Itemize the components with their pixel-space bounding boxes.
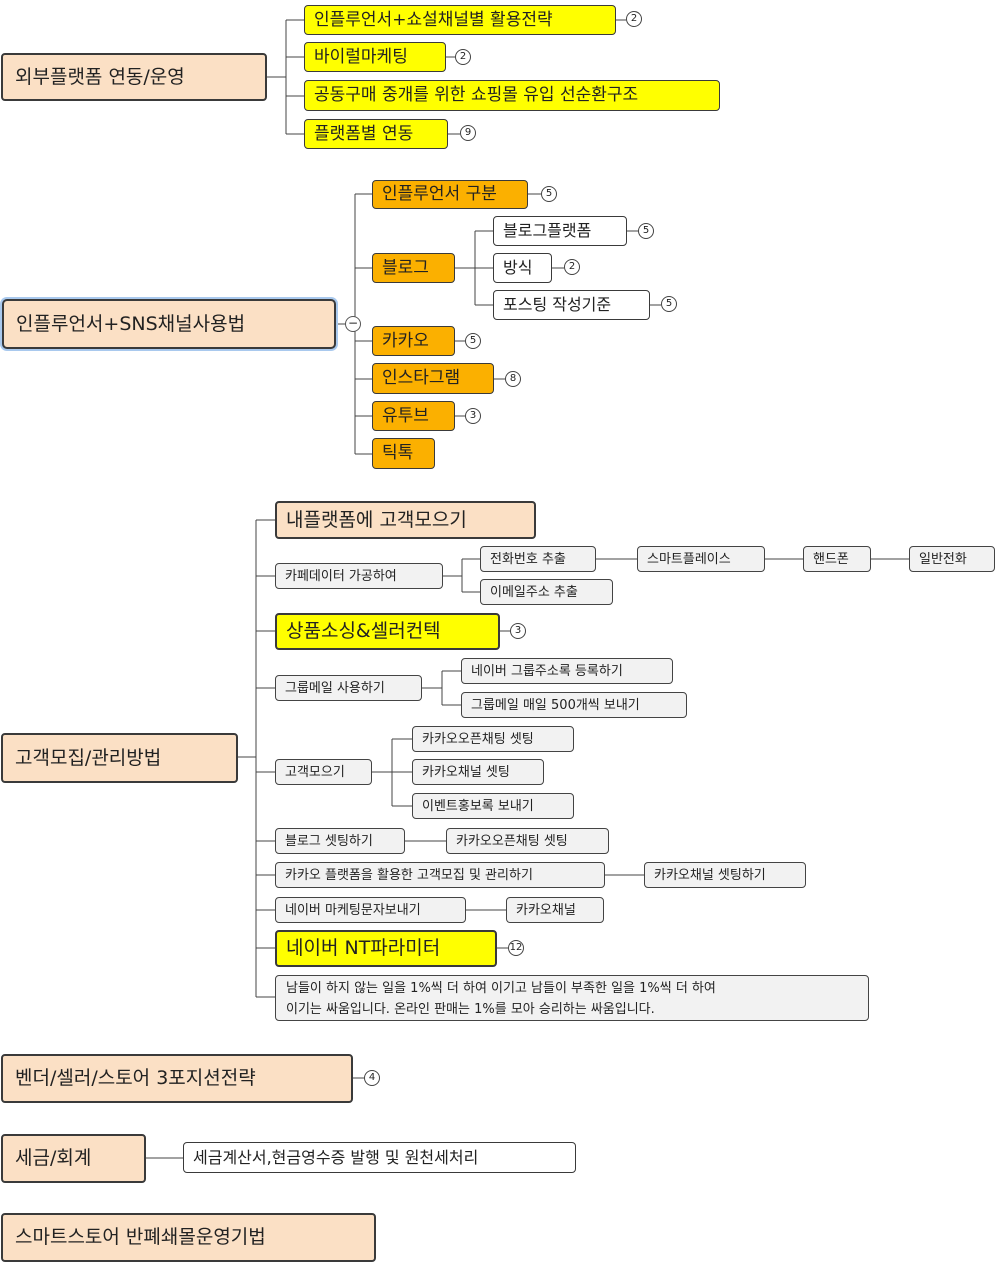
node-kakao-channel-setting[interactable]: 카카오채널 셋팅하기 [644, 862, 806, 888]
root-influencer-sns[interactable]: 인플루언서+SNS채널사용법 [2, 299, 336, 349]
node-posting-criteria[interactable]: 포스팅 작성기준 [493, 290, 650, 320]
node-kakao-openchat[interactable]: 카카오오픈채팅 셋팅 [412, 726, 574, 752]
count-badge: 2 [455, 49, 471, 65]
node-general-phone[interactable]: 일반전화 [909, 546, 995, 572]
note-line: 남들이 하지 않는 일을 1%씩 더 하여 이기고 남들이 부족한 일을 1%씩… [286, 981, 716, 996]
count-badge: 9 [460, 125, 476, 141]
count-badge: 12 [508, 940, 524, 956]
node-handphone[interactable]: 핸드폰 [803, 546, 871, 572]
node-my-platform[interactable]: 내플랫폼에 고객모으기 [275, 501, 536, 539]
count-badge: 3 [510, 623, 526, 639]
node-youtube[interactable]: 유투브 [372, 401, 455, 431]
node-tax-invoice[interactable]: 세금계산서,현금영수증 발행 및 원천세처리 [183, 1142, 576, 1173]
node-blog[interactable]: 블로그 [372, 253, 455, 283]
node-instagram[interactable]: 인스타그램 [372, 363, 494, 394]
node-event-promo[interactable]: 이벤트홍보록 보내기 [412, 793, 574, 819]
node-product-sourcing[interactable]: 상품소싱&셀러컨텍 [275, 613, 500, 650]
root-external-platform[interactable]: 외부플랫폼 연동/운영 [1, 53, 267, 101]
collapse-toggle[interactable]: − [345, 316, 361, 332]
count-badge: 8 [505, 371, 521, 387]
node-kakao-channel-2[interactable]: 카카오채널 [506, 897, 604, 923]
count-badge: 5 [661, 296, 677, 312]
note-one-percent: 남들이 하지 않는 일을 1%씩 더 하여 이기고 남들이 부족한 일을 1%씩… [275, 975, 869, 1021]
node-viral-marketing[interactable]: 바이럴마케팅 [304, 42, 446, 72]
node-kakao-platform[interactable]: 카카오 플랫폼을 활용한 고객모집 및 관리하기 [275, 862, 605, 888]
node-kakao[interactable]: 카카오 [372, 326, 455, 356]
root-tax-accounting[interactable]: 세금/회계 [1, 1134, 146, 1183]
node-naver-nt-parameter[interactable]: 네이버 NT파라미터 [275, 930, 497, 967]
node-naver-group-contacts[interactable]: 네이버 그룹주소록 등록하기 [461, 658, 673, 684]
node-tiktok[interactable]: 틱톡 [372, 438, 435, 469]
node-blog-platform[interactable]: 블로그플랫폼 [493, 216, 627, 246]
count-badge: 5 [465, 333, 481, 349]
root-customer-management[interactable]: 고객모집/관리방법 [1, 733, 238, 783]
node-kakao-channel[interactable]: 카카오채널 셋팅 [412, 759, 544, 785]
node-blog-setting[interactable]: 블로그 셋팅하기 [275, 828, 405, 854]
count-badge: 2 [626, 11, 642, 27]
node-daily-group-mail[interactable]: 그룹메일 매일 500개씩 보내기 [461, 692, 687, 718]
node-platform-integration[interactable]: 플랫폼별 연동 [304, 119, 448, 149]
count-badge: 2 [564, 259, 580, 275]
node-group-buying-structure[interactable]: 공동구매 중개를 위한 쇼핑몰 유입 선순환구조 [304, 80, 720, 111]
node-influencer-types[interactable]: 인플루언서 구분 [372, 180, 528, 209]
node-blog-method[interactable]: 방식 [493, 253, 552, 283]
count-badge: 3 [465, 408, 481, 424]
count-badge: 5 [638, 223, 654, 239]
root-vendor-seller-store[interactable]: 벤더/셀러/스토어 3포지션전략 [1, 1054, 353, 1103]
node-email-extract[interactable]: 이메일주소 추출 [480, 579, 613, 605]
node-cafe-data[interactable]: 카페데이터 가공하여 [275, 563, 443, 589]
node-smartplace[interactable]: 스마트플레이스 [637, 546, 765, 572]
count-badge: 5 [541, 186, 557, 202]
node-naver-sms[interactable]: 네이버 마케팅문자보내기 [275, 897, 466, 923]
note-line: 이기는 싸움입니다. 온라인 판매는 1%를 모아 승리하는 싸움입니다. [286, 1002, 655, 1017]
node-kakao-openchat-2[interactable]: 카카오오픈채팅 셋팅 [446, 828, 609, 854]
count-badge: 4 [364, 1070, 380, 1086]
node-phone-extract[interactable]: 전화번호 추출 [480, 546, 596, 572]
node-gather-customers[interactable]: 고객모으기 [275, 759, 372, 785]
node-group-mail[interactable]: 그룹메일 사용하기 [275, 675, 422, 701]
root-smartstore[interactable]: 스마트스토어 반폐쇄몰운영기법 [1, 1213, 376, 1262]
node-influencer-social-strategy[interactable]: 인플루언서+쇼설채널별 활용전략 [304, 5, 616, 35]
